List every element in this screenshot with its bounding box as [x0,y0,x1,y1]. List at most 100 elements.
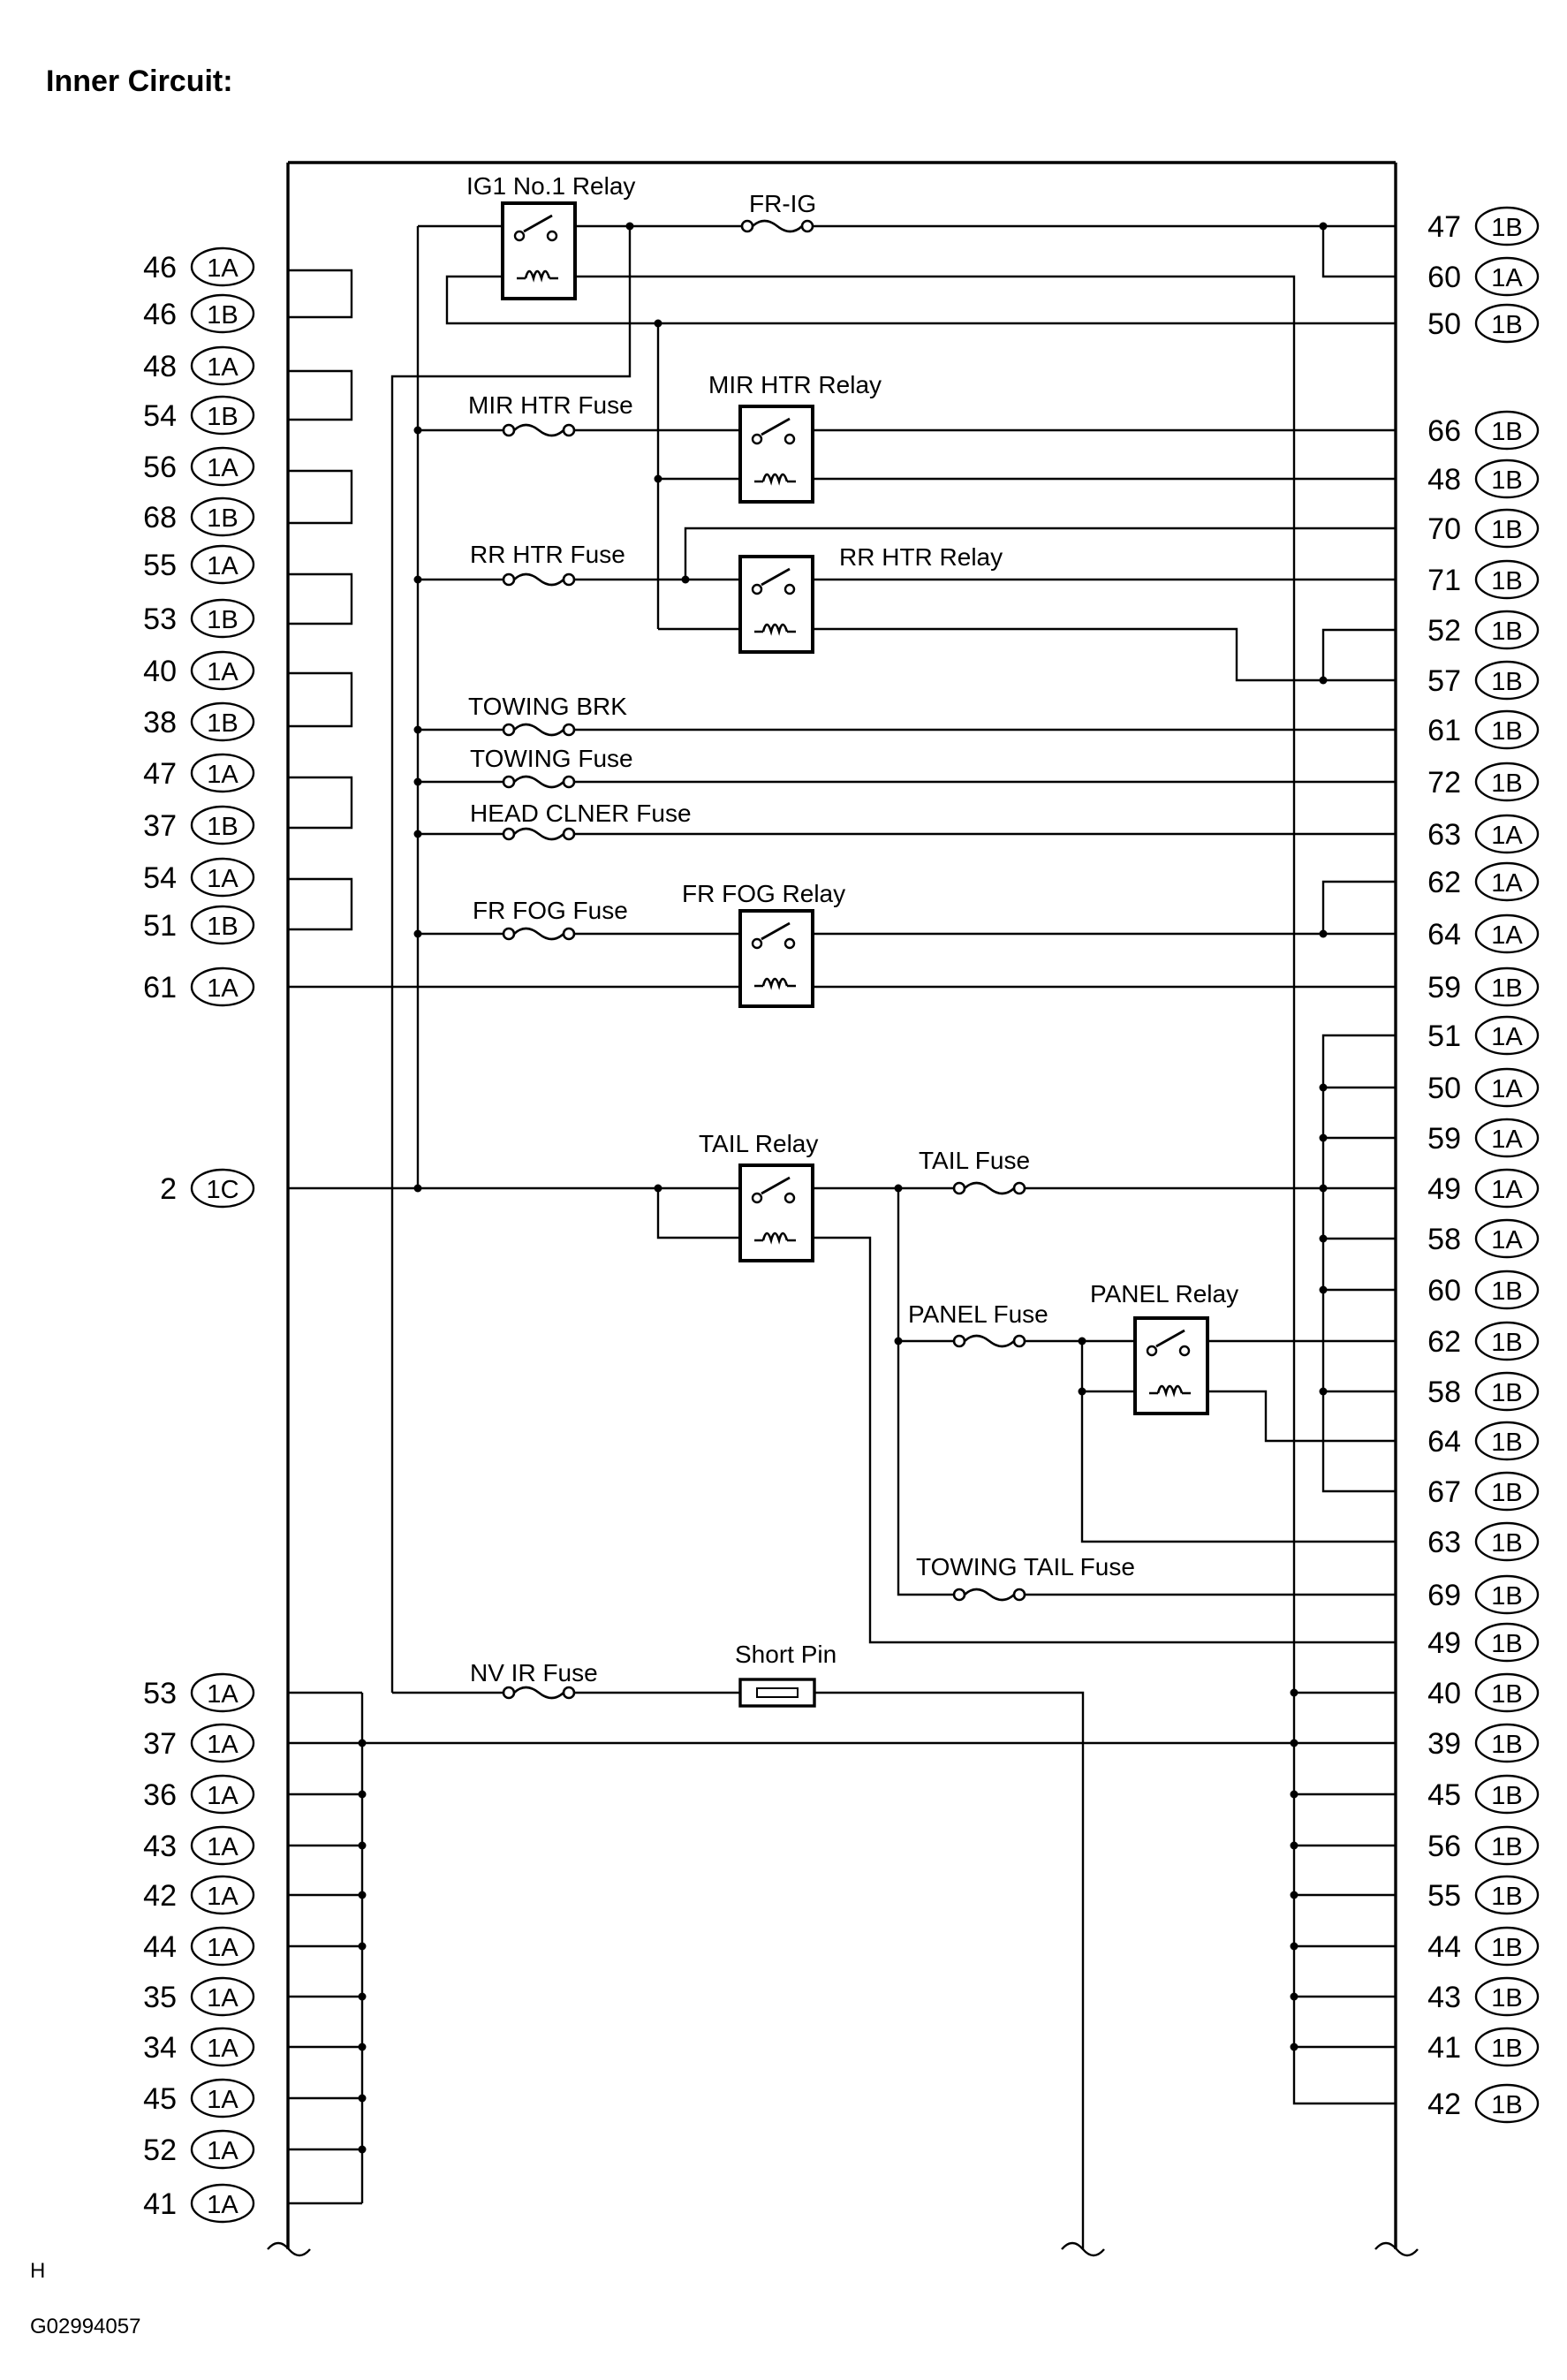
connector-badge [190,753,255,793]
connector-code: 1B [1491,214,1522,242]
pin-number: 67 [1427,1475,1461,1509]
connector-code: 1B [1491,1529,1522,1558]
pin-number: 60 [1427,1274,1461,1307]
pin-number: 64 [1427,1425,1461,1459]
pin-number: 45 [1427,1778,1461,1812]
connector-badge [1474,1218,1540,1259]
pin-number: 48 [1427,463,1461,496]
connector-badge [1474,1976,1540,2017]
connector-code: 1A [1491,1075,1523,1103]
diagram-title: Inner Circuit: [46,64,233,98]
connector-code: 1A [207,658,238,686]
connector-badge [1474,1574,1540,1615]
connector-badge [190,805,255,845]
connector-code: 1B [1491,1582,1522,1611]
pin-number: 47 [1427,210,1461,244]
connector-code: 1B [1491,2035,1522,2063]
connector-code: 1A [207,1984,238,2012]
connector-badge [1474,1926,1540,1967]
connector-badge [1474,610,1540,650]
connector-code: 1B [1491,1429,1522,1457]
connector-badge [1474,1015,1540,1056]
terminal: 47 1B [1427,206,1540,246]
connector-code: 1B [1491,516,1522,544]
fuse-label: MIR HTR Fuse [468,391,633,419]
connector-code: 1B [1491,1680,1522,1709]
connector-badge [1474,660,1540,701]
connector-code: 1A [1491,1226,1523,1254]
connector-code: 1B [1491,1329,1522,1357]
connector-badge [1474,1471,1540,1512]
connector-badge [1474,459,1540,499]
pin-number: 70 [1427,512,1461,546]
component-labels: IG1 No.1 Relay FR-IG MIR HTR Fuse MIR HT… [466,172,1238,1686]
connector-badge [190,598,255,639]
pin-number: 49 [1427,1172,1461,1206]
fuse-rr-htr-symbol [502,572,576,587]
pin-number: 66 [1427,414,1461,448]
connector-badge [1474,256,1540,297]
fuse-label: TOWING TAIL Fuse [916,1553,1135,1580]
connector-code: 1B [1491,311,1522,339]
connector-badge [1474,1672,1540,1713]
connector-badge [1474,303,1540,344]
connector-code: 1A [207,761,238,789]
connector-badge [190,650,255,691]
connector-badge [190,2129,255,2170]
pin-number: 50 [1427,1072,1461,1105]
pin-number: 57 [1427,664,1461,698]
fuse-towing-brk-symbol [502,723,576,737]
connector-code: 1A [1491,1126,1523,1154]
connector-badge [1474,1067,1540,1108]
connector-badge [190,857,255,898]
connector-badge [1474,1421,1540,1461]
pin-number: 46 [143,298,177,331]
pin-number: 34 [143,2031,177,2065]
pin-number: 61 [1427,714,1461,747]
fuse-mir-htr-symbol [502,423,576,437]
pin-number: 38 [143,706,177,739]
pin-number: 64 [1427,918,1461,951]
relay-label: MIR HTR Relay [708,371,882,398]
pin-number: 54 [143,861,177,895]
connector-code: 1B [1491,1731,1522,1759]
connector-badge [1474,1622,1540,1663]
connector-badge [1474,559,1540,600]
fuse-nv-ir-symbol [502,1686,576,1700]
connector-code: 1A [207,1833,238,1861]
junction-dots [358,222,1328,2154]
connector-badge [190,293,255,334]
corner-letter: H [30,2259,45,2283]
relay-tail-symbol [738,1163,814,1262]
pin-number: 47 [143,757,177,791]
connector-badge [1474,508,1540,549]
short-pin-symbol [738,1678,816,1708]
pin-number: 68 [143,501,177,534]
connector-code: 1A [207,1680,238,1709]
relay-label: PANEL Relay [1090,1280,1238,1307]
fuse-towing-symbol [502,775,576,789]
connector-code: 1B [1491,717,1522,746]
connector-code: 1B [1491,2091,1522,2119]
pin-number: 56 [143,451,177,484]
connector-badge [190,246,255,287]
